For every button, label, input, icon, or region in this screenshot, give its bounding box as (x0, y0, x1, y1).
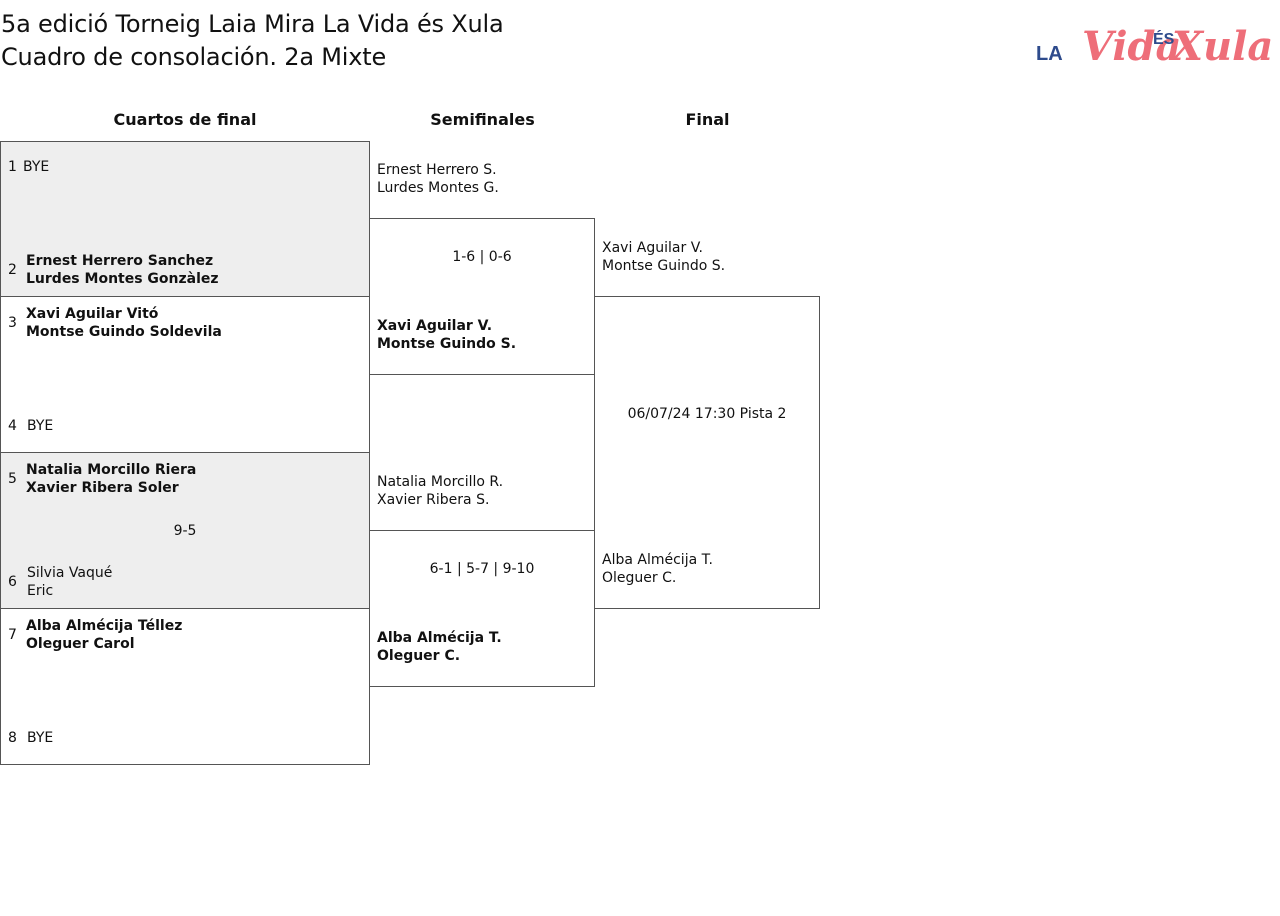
seed-number: 8 (8, 730, 17, 746)
player-name: Oleguer Carol (26, 636, 135, 652)
player-name: Ernest Herrero S. (377, 162, 497, 178)
la-vida-es-xula-logo: LA Vida ÉS Xula (1036, 23, 1272, 70)
seed-number: 4 (8, 418, 17, 434)
player-name: BYE (27, 418, 54, 434)
player-name: Lurdes Montes Gonzàlez (26, 271, 219, 287)
player-name: Oleguer C. (377, 648, 461, 664)
final-match: 06/07/24 17:30 Pista 2 Alba Almécija T. … (594, 296, 820, 609)
logo-es: ÉS (1153, 29, 1175, 48)
match-score: 6-1 | 5-7 | 9-10 (429, 561, 535, 577)
final-pair-a: Xavi Aguilar V. Montse Guindo S. (602, 239, 725, 275)
pair-name: Alba Almécija Téllez Oleguer Carol (26, 617, 182, 653)
semi-2-pair-b: Alba Almécija T. Oleguer C. (377, 629, 502, 665)
semi-2-pair-a: Natalia Morcillo R. Xavier Ribera S. (377, 473, 503, 509)
round-heading-semis: Semifinales (430, 110, 535, 129)
semi-1-pair-b: Xavi Aguilar V. Montse Guindo S. (377, 317, 516, 353)
logo-vida: Vida (1082, 23, 1181, 70)
player-name: Xavi Aguilar V. (602, 240, 703, 256)
player-name: Eric (27, 583, 54, 599)
player-name: Montse Guindo S. (377, 336, 517, 352)
pair-name: Natalia Morcillo Riera Xavier Ribera Sol… (26, 461, 196, 497)
quarter-match-3: 5 Natalia Morcillo Riera Xavier Ribera S… (0, 452, 370, 609)
player-name: BYE (27, 730, 54, 746)
semi-match-2: 6-1 | 5-7 | 9-10 Alba Almécija T. Olegue… (369, 530, 595, 687)
seed-number: 2 (8, 262, 17, 278)
player-name: Xavi Aguilar Vitó (26, 306, 159, 322)
round-heading-final: Final (685, 110, 730, 129)
player-name: Natalia Morcillo Riera (26, 462, 197, 478)
logo-xula: Xula (1169, 23, 1272, 70)
player-name: Lurdes Montes G. (377, 180, 499, 196)
player-name: Natalia Morcillo R. (377, 474, 504, 490)
seed-number: 5 (8, 471, 17, 487)
seed-number: 3 (8, 315, 17, 331)
round-heading-quarters: Cuartos de final (113, 110, 257, 129)
logo-la: LA (1036, 43, 1063, 65)
player-name: Montse Guindo S. (602, 258, 726, 274)
player-name: Alba Almécija T. (377, 630, 502, 646)
player-name: Alba Almécija T. (602, 552, 713, 568)
match-score: 9-5 (173, 523, 197, 539)
pair-name: Ernest Herrero Sanchez Lurdes Montes Gon… (26, 252, 219, 288)
pair-name: Xavi Aguilar Vitó Montse Guindo Soldevil… (26, 305, 222, 341)
seed-number: 7 (8, 627, 17, 643)
player-name: Oleguer C. (602, 570, 677, 586)
player-name: Xavier Ribera S. (377, 492, 490, 508)
quarter-match-1: 1 BYE 2 Ernest Herrero Sanchez Lurdes Mo… (0, 141, 370, 297)
match-score: 1-6 | 0-6 (452, 249, 512, 265)
seed-number: 1 (8, 159, 17, 175)
player-name: Ernest Herrero Sanchez (26, 253, 214, 269)
player-name: BYE (23, 159, 50, 175)
title-line-2: Cuadro de consolación. 2a Mixte (1, 43, 387, 71)
page-title: 5a edició Torneig Laia Mira La Vida és X… (1, 8, 504, 74)
quarter-match-4: 7 Alba Almécija Téllez Oleguer Carol 8 B… (0, 608, 370, 765)
match-info: 06/07/24 17:30 Pista 2 (627, 406, 787, 422)
final-pair-b: Alba Almécija T. Oleguer C. (602, 551, 713, 587)
quarter-match-2: 3 Xavi Aguilar Vitó Montse Guindo Soldev… (0, 296, 370, 453)
player-name: Xavier Ribera Soler (26, 480, 179, 496)
title-line-1: 5a edició Torneig Laia Mira La Vida és X… (1, 10, 504, 38)
player-name: Alba Almécija Téllez (26, 618, 183, 634)
semi-1-pair-a: Ernest Herrero S. Lurdes Montes G. (377, 161, 499, 197)
player-name: Xavi Aguilar V. (377, 318, 493, 334)
seed-number: 6 (8, 574, 17, 590)
pair-name: Silvia Vaqué Eric (27, 564, 112, 600)
player-name: Montse Guindo Soldevila (26, 324, 222, 340)
player-name: Silvia Vaqué (27, 565, 113, 581)
semi-match-1: 1-6 | 0-6 Xavi Aguilar V. Montse Guindo … (369, 218, 595, 375)
